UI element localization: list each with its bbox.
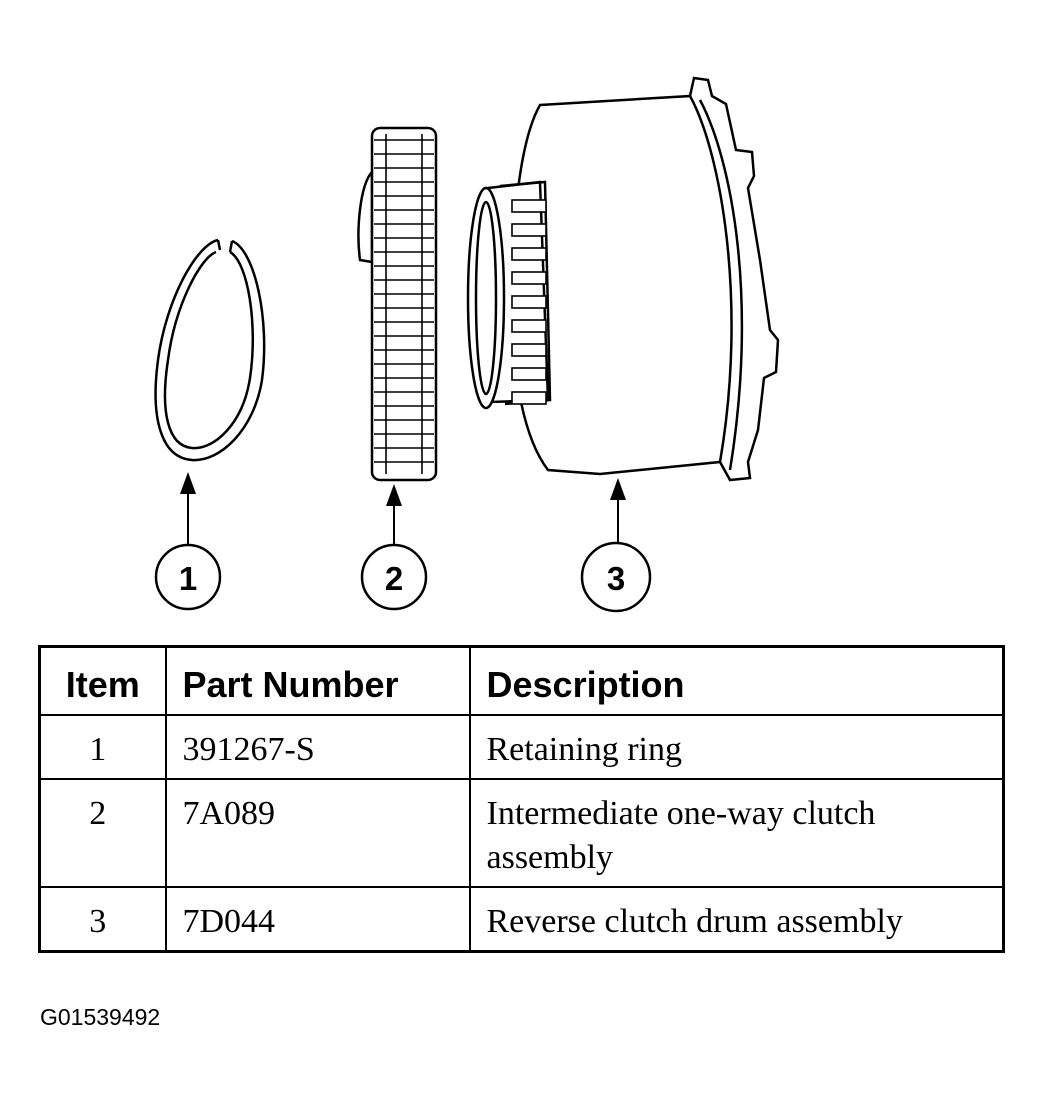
header-part-number: Part Number [164, 645, 471, 716]
callout-3-label: 3 [607, 560, 625, 597]
table-row: 1 391267-S Retaining ring [38, 714, 1005, 780]
callout-2-label: 2 [385, 560, 403, 597]
table-row: 2 7A089 Intermediate one-way clutch asse… [38, 778, 1005, 888]
cell-item: 2 [38, 778, 167, 888]
exploded-parts-illustration: 1 2 3 [154, 76, 780, 613]
header-description: Description [468, 645, 1005, 716]
cell-description: Reverse clutch drum assembly [468, 886, 1005, 953]
cell-item: 1 [38, 714, 167, 780]
cell-description: Intermediate one-way clutch assembly [468, 778, 1005, 888]
table-row: 3 7D044 Reverse clutch drum assembly [38, 886, 1005, 953]
callout-2: 2 [360, 484, 428, 611]
cell-item: 3 [38, 886, 167, 953]
callout-3: 3 [580, 478, 652, 613]
callout-1-label: 1 [179, 560, 197, 597]
cell-part-number: 7D044 [164, 886, 471, 953]
table-header-row: Item Part Number Description [38, 645, 1005, 716]
header-item: Item [38, 645, 167, 716]
cell-part-number: 391267-S [164, 714, 471, 780]
retaining-ring-drawing [154, 238, 266, 462]
cell-part-number: 7A089 [164, 778, 471, 888]
cell-description: Retaining ring [468, 714, 1005, 780]
reverse-clutch-drum-drawing [466, 76, 780, 482]
callout-1: 1 [154, 472, 222, 611]
parts-table: Item Part Number Description 1 391267-S … [38, 645, 1005, 953]
figure-id: G01539492 [40, 1004, 161, 1030]
one-way-clutch-drawing [357, 126, 438, 482]
